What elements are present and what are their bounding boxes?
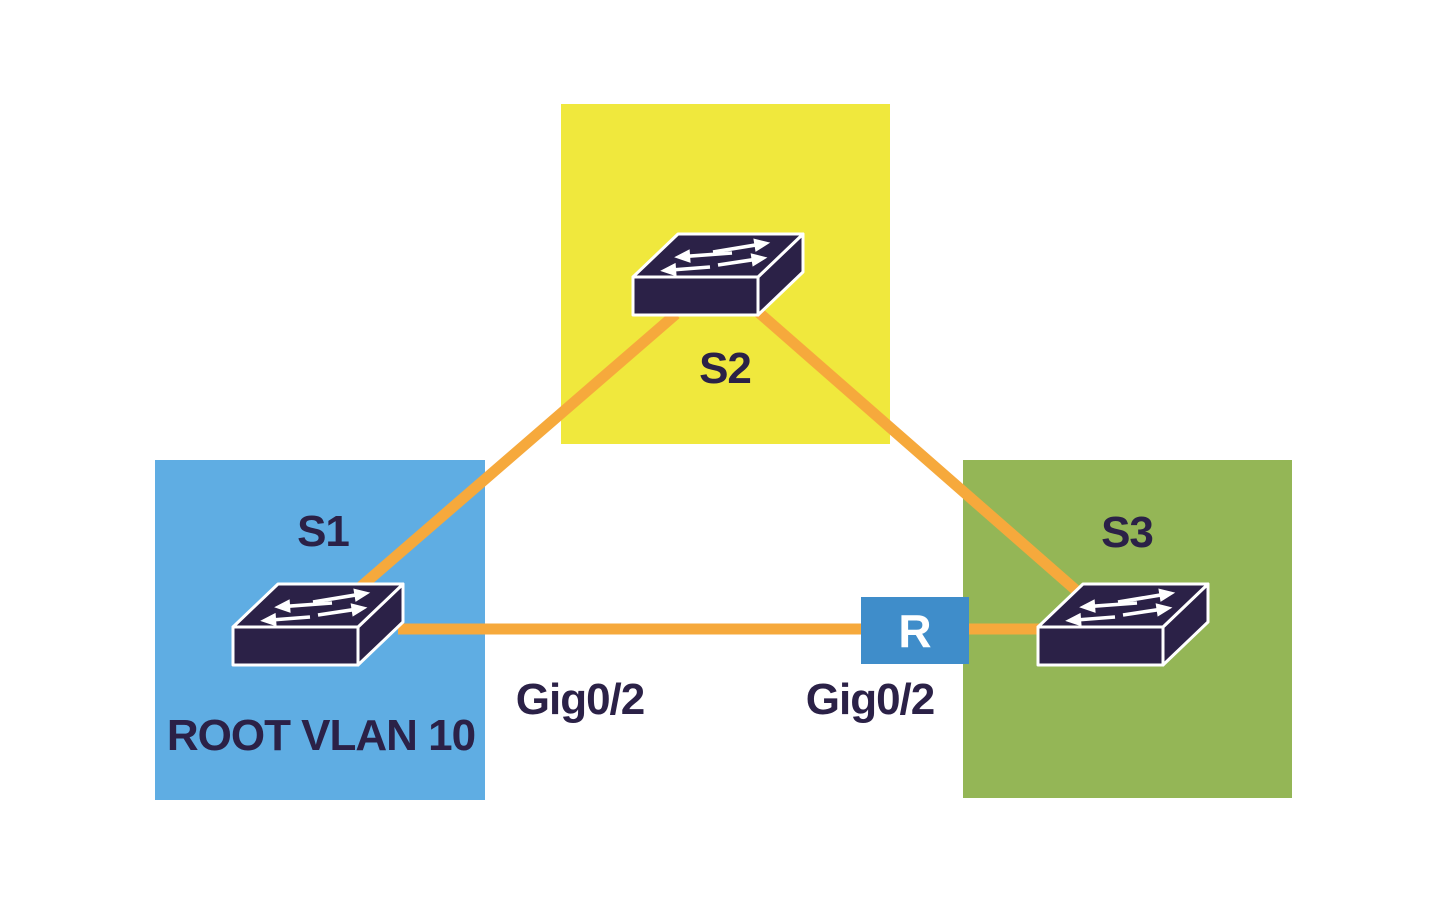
- port-label-gig0-2-s1-side: Gig0/2: [515, 675, 645, 724]
- s3-label: S3: [1101, 508, 1154, 557]
- s2-label: S2: [699, 344, 752, 393]
- s1-label: S1: [297, 507, 350, 556]
- port-label-gig0-2-s3-side: Gig0/2: [805, 675, 935, 724]
- s1-network-switch-icon: [231, 582, 405, 667]
- s1-root-vlan-label: ROOT VLAN 10: [166, 711, 476, 760]
- s2-network-switch-icon: [631, 232, 805, 317]
- link-s2-s3: [753, 306, 1082, 597]
- root-port-badge: R: [861, 597, 969, 664]
- root-port-badge-label: R: [898, 604, 932, 657]
- s3-network-switch-icon: [1036, 582, 1210, 667]
- link-s1-s2: [353, 309, 680, 595]
